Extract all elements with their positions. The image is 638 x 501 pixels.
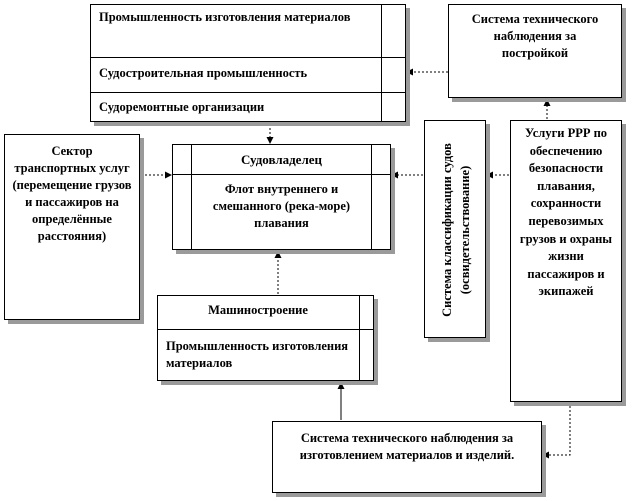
supervision-construction-text: Система технического наблюдения за постр…: [471, 12, 599, 60]
industry-row-shipbuilding: Судостроительная промышленность: [99, 66, 308, 80]
industry-row-materials: Промышленность изготовления материалов: [99, 10, 351, 24]
industry-box: Промышленность изготовления материалов С…: [90, 4, 406, 122]
supervision-materials-text: Система технического наблюдения за изгот…: [299, 431, 515, 462]
rrr-services-box: Услуги РРР по обеспечению безопасности п…: [510, 120, 622, 402]
transport-sector-box: Сектор транспортных услуг (перемещение г…: [4, 134, 140, 320]
supervision-materials-box: Система технического наблюдения за изгот…: [272, 421, 542, 493]
shipowner-box: Судовладелец Флот внутреннего и смешанно…: [172, 144, 391, 250]
industry-row-ship-repair: Судоремонтные организации: [99, 100, 265, 114]
classification-box: Система классификации судов (освидетельс…: [424, 120, 486, 338]
classification-text: Система классификации судов (освидетельс…: [440, 143, 472, 317]
arrow-rrr-to-supervision-bottom: [542, 402, 571, 459]
shipowner-title: Судовладелец: [240, 152, 323, 167]
rrr-services-text: Услуги РРР по обеспечению безопасности п…: [519, 126, 613, 299]
supervision-construction-box: Система технического наблюдения за постр…: [448, 4, 622, 98]
machine-building-title: Машиностроение: [208, 303, 308, 317]
transport-sector-text: Сектор транспортных услуг (перемещение г…: [12, 144, 132, 243]
shipowner-fleet-text: Флот внутреннего и смешанного (река-море…: [212, 182, 351, 230]
machine-building-box: Машиностроение Промышленность изготовлен…: [157, 295, 374, 381]
machine-building-materials-text: Промышленность изготовления материалов: [166, 339, 349, 370]
